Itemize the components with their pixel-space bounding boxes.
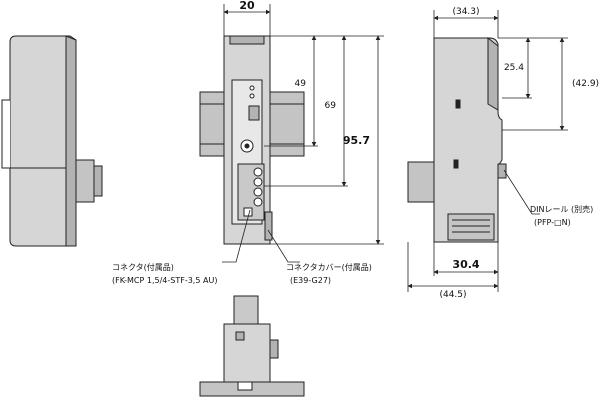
front-view [199,35,305,245]
left-side-view [1,35,103,247]
right-side-view [407,36,507,243]
dim-side-30-4: 30.4 [452,258,479,271]
dim-side-42-9: (42.9) [572,79,599,89]
dim-height-95-7: 95.7 [343,134,370,147]
connector-label-line2: (FK-MCP 1,5/4-STF-3,5 AU) [112,276,217,285]
dim-front-width: 20 [239,0,255,12]
cover-label-line2: (E39-G27) [290,276,331,285]
dimension-lines [222,4,568,292]
dim-side-25-4: 25.4 [504,63,524,73]
bottom-view [199,295,305,397]
dim-height-49: 49 [295,79,307,89]
dim-side-top-width: (34.3) [452,7,479,17]
connector-label-line1: コネクタ(付属品) [112,262,174,272]
dim-side-44-5: (44.5) [439,290,466,300]
din-label-line1: DINレール (別売) [530,204,593,214]
cover-label-line1: コネクタカバー(付属品) [286,262,372,272]
din-label-line2: (PFP-□N) [534,218,571,227]
dim-height-69: 69 [325,101,337,111]
